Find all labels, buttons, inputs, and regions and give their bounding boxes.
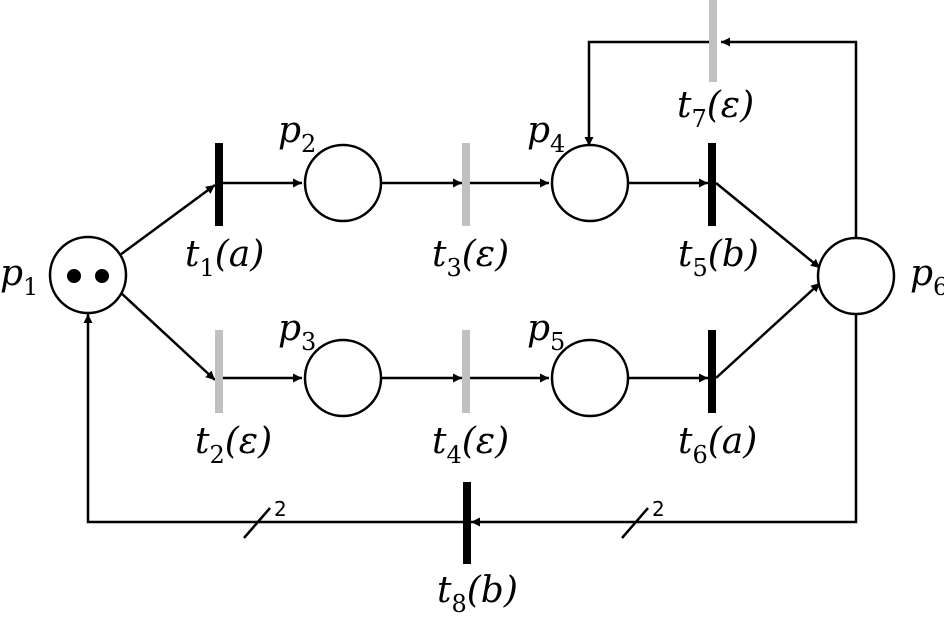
arc-t7-p4 [584,40,709,146]
weight-tick-p6-t8 [621,507,649,539]
place-labels: p1 p2 p3 p4 p5 p6 [0,110,944,356]
label-t2: t2(ε) [195,421,272,469]
weight-label-t8-p1: 2 [274,497,287,521]
arcs [83,37,858,527]
weight-tick-t8-p1 [243,507,271,539]
weight-label-p6-t8: 2 [652,497,665,521]
label-p1: p1 [0,253,38,301]
token [67,269,81,283]
transition-t3 [462,143,470,226]
place-p6 [816,236,896,316]
arc-p6-t7 [721,37,858,237]
transition-t5 [708,143,716,226]
place-p4 [550,143,630,223]
arc-p1-t1 [119,183,216,257]
arc-t6-p6 [715,282,821,379]
place-p1 [48,235,128,315]
label-p2: p2 [278,110,316,158]
place-p5 [550,338,630,418]
transitions [215,0,717,564]
label-p3: p3 [278,308,316,356]
label-t1: t1(a) [185,234,264,282]
place-p3 [303,338,383,418]
label-t4: t4(ε) [432,421,509,469]
label-p6: p6 [910,253,944,301]
transition-t7 [709,0,717,82]
label-t3: t3(ε) [432,234,509,282]
transition-t8 [463,482,471,564]
arc-t8-p1 [83,314,463,524]
label-t5: t5(b) [678,234,759,282]
arc-p1-t2 [119,291,216,381]
transition-t4 [462,330,470,413]
arc-p6-t8 [471,315,858,527]
label-p4: p4 [527,110,565,158]
place-p1-tokens [67,269,109,283]
places [48,143,896,418]
label-p5: p5 [527,308,565,356]
arc-weights: 2 2 [243,497,665,539]
label-t7: t7(ε) [677,85,754,133]
transition-t6 [708,330,716,413]
transition-t2 [215,330,223,413]
token [95,269,109,283]
transition-labels: t1(a) t2(ε) t3(ε) t4(ε) t5(b) t6(a) t7(ε… [185,85,759,618]
arc-t5-p6 [715,182,821,269]
transition-t1 [215,143,223,226]
place-p2 [303,143,383,223]
label-t8: t8(b) [437,570,518,618]
label-t6: t6(a) [678,421,757,469]
